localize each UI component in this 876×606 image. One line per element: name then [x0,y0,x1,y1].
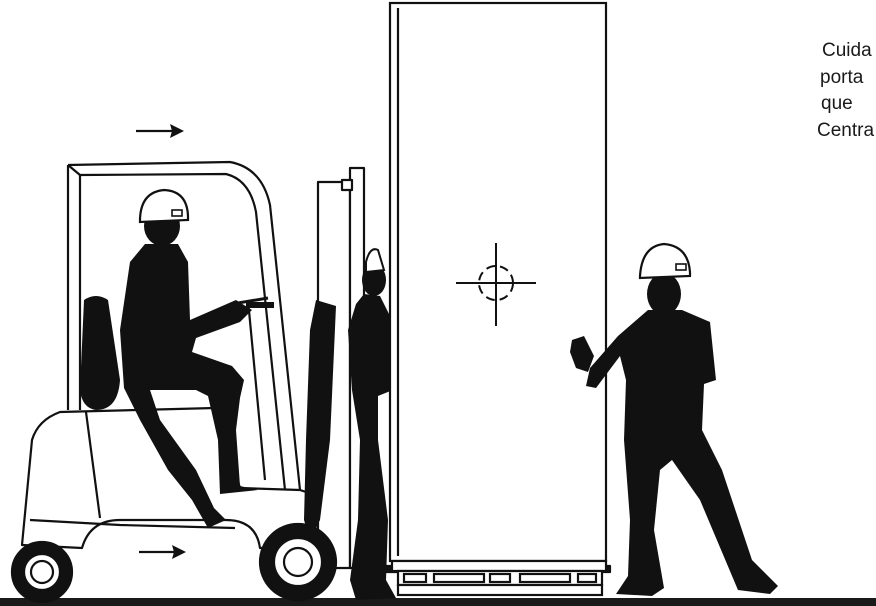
warning-caption: Cuida porta que Centra [800,38,876,144]
caption-line: que [800,91,876,118]
hard-hat-icon [640,244,690,278]
right-arrow-icon [139,545,186,559]
caption-line: Centra [800,118,876,145]
pallet [392,561,606,571]
caption-line: Cuida [800,38,876,65]
caption-line: porta [800,65,876,92]
rear-wheel [12,542,72,602]
ground-line [0,598,876,606]
front-wheel [260,524,336,600]
forklift-seat [80,296,120,410]
right-arrow-icon [136,124,184,138]
cabinet-load [390,3,606,595]
hard-hat-icon [366,249,384,272]
